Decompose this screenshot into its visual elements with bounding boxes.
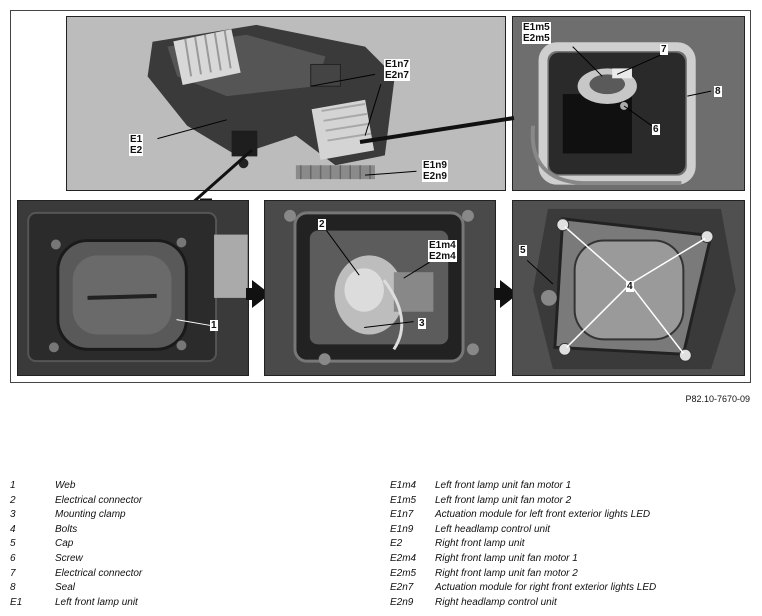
legend-row: E2n9 Right headlamp control unit	[390, 597, 656, 612]
figure-reference: P82.10-7670-09	[685, 394, 750, 404]
legend-key: E1	[10, 596, 23, 608]
label-e1m5: E1m5	[523, 22, 550, 33]
legend-row: 3 Mounting clamp	[10, 509, 142, 524]
legend-key: E2m4	[390, 552, 417, 564]
label-e1: E1	[130, 134, 143, 145]
legend-key: 1	[10, 480, 16, 491]
legend-text: Actuation module for left front exterior…	[435, 509, 651, 521]
label-e1n7-e2n7: E1n7 E2n7	[384, 59, 410, 81]
legend-text: Seal	[55, 582, 76, 594]
label-e2n9: E2n9	[423, 171, 447, 182]
legend-key: E1n7	[390, 509, 414, 521]
headlamp-assembly-photo	[66, 16, 506, 191]
label-2: 2	[318, 219, 326, 230]
web-drawing	[18, 201, 248, 375]
legend-row: 8 Seal	[10, 582, 142, 597]
label-e1m5-e2m5: E1m5 E2m5	[522, 22, 551, 44]
label-e1m4-e2m4: E1m4 E2m4	[428, 240, 457, 262]
legend-row: E1n9 Left headlamp control unit	[390, 524, 656, 539]
legend-key: 6	[10, 552, 16, 564]
label-1: 1	[210, 320, 218, 331]
legend-row: 2 Electrical connector	[10, 495, 142, 510]
headlamp-assembly-drawing	[68, 17, 504, 190]
label-e1n9: E1n9	[423, 160, 447, 171]
legend-text: Electrical connector	[55, 567, 143, 579]
legend-text: Right front lamp unit	[435, 538, 525, 550]
label-3: 3	[418, 318, 426, 329]
fan-motor-photo	[512, 16, 745, 191]
legend-text: Cap	[55, 538, 74, 550]
label-e1n9-e2n9: E1n9 E2n9	[422, 160, 448, 182]
label-7: 7	[660, 44, 668, 55]
legend-row: 4 Bolts	[10, 524, 142, 539]
label-e1n7: E1n7	[385, 59, 409, 70]
legend-text: Left headlamp control unit	[435, 523, 551, 535]
label-5: 5	[519, 245, 527, 256]
legend-text: Bolts	[55, 523, 78, 535]
label-e2n7: E2n7	[385, 70, 409, 81]
legend-key: E1n9	[390, 523, 414, 535]
legend-text: Screw	[55, 552, 83, 564]
legend-row: E1 Left front lamp unit	[10, 597, 142, 612]
legend-row: E1m5 Left front lamp unit fan motor 2	[390, 495, 656, 510]
legend-text: Left front lamp unit fan motor 1	[435, 480, 572, 491]
legend-text: Electrical connector	[55, 494, 143, 506]
legend-row: 5 Cap	[10, 538, 142, 553]
legend-text: Right headlamp control unit	[435, 596, 557, 608]
label-4: 4	[626, 281, 634, 292]
legend-key: E2	[390, 538, 403, 550]
legend-key: 4	[10, 523, 16, 535]
legend-key: E2n9	[390, 596, 414, 608]
legend-row: 1 Web	[10, 480, 142, 495]
legend-key: E2n7	[390, 582, 414, 594]
legend-key: 3	[10, 509, 16, 521]
connector-drawing	[265, 201, 495, 375]
label-e1-e2: E1 E2	[129, 134, 144, 156]
legend-text: Left front lamp unit	[55, 596, 138, 608]
label-6: 6	[652, 124, 660, 135]
label-e2m4: E2m4	[429, 251, 456, 262]
legend-right-column: E1m4 Left front lamp unit fan motor 1 E1m5…	[390, 480, 656, 611]
legend-text: Right front lamp unit fan motor 2	[435, 567, 578, 579]
legend-row: 7 Electrical connector	[10, 568, 142, 583]
legend-key: E1m4	[390, 480, 417, 491]
label-e2: E2	[130, 145, 143, 156]
label-8: 8	[714, 86, 722, 97]
legend-text: Actuation module for right front exterio…	[435, 582, 657, 594]
legend-text: Mounting clamp	[55, 509, 126, 521]
legend-key: E1m5	[390, 494, 417, 506]
legend-row: E1n7 Actuation module for left front exte…	[390, 509, 656, 524]
label-e1m4: E1m4	[429, 240, 456, 251]
label-e2m5: E2m5	[523, 33, 550, 44]
legend-row: 6 Screw	[10, 553, 142, 568]
legend-row: E2m5 Right front lamp unit fan motor 2	[390, 568, 656, 583]
legend-key: 7	[10, 567, 16, 579]
legend-text: Right front lamp unit fan motor 1	[435, 552, 578, 564]
web-photo	[17, 200, 249, 376]
legend-text: Left front lamp unit fan motor 2	[435, 494, 572, 506]
legend-row: E1m4 Left front lamp unit fan motor 1	[390, 480, 656, 495]
fan-motor-drawing	[513, 17, 744, 190]
legend-key: E2m5	[390, 567, 417, 579]
connector-photo	[264, 200, 496, 376]
legend-key: 8	[10, 582, 16, 594]
legend-row: E2m4 Right front lamp unit fan motor 1	[390, 553, 656, 568]
legend-text: Web	[55, 480, 76, 491]
legend-key: 2	[10, 494, 16, 506]
cap-photo	[512, 200, 745, 376]
legend-row: E2 Right front lamp unit	[390, 538, 656, 553]
legend-row: E2n7 Actuation module for right front ext…	[390, 582, 656, 597]
legend-key: 5	[10, 538, 16, 550]
